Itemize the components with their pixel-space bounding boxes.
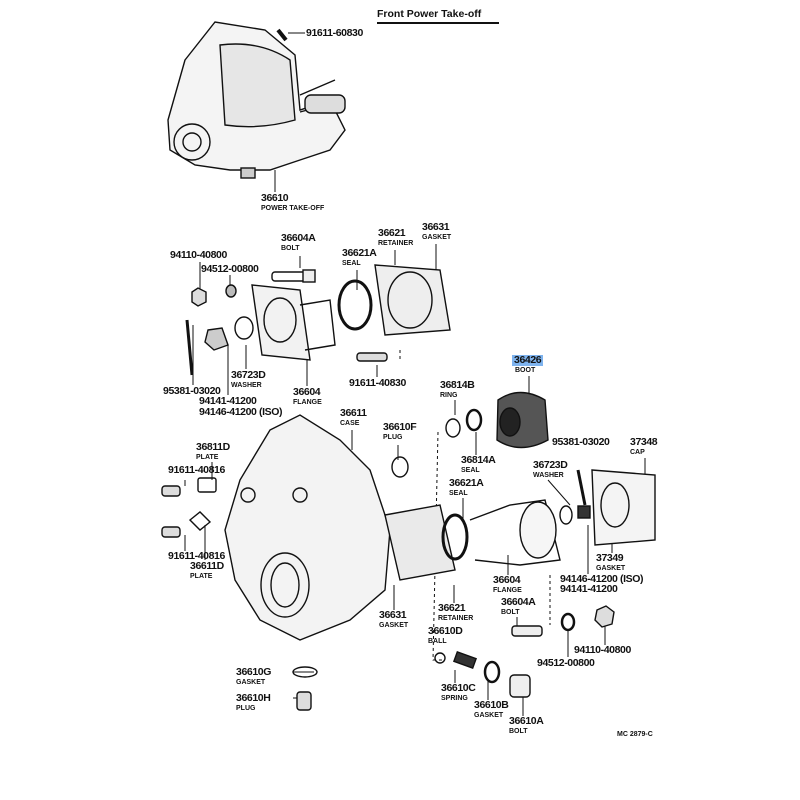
label-94110-40800-lower: 94110-40800 [574,644,631,656]
label-91611-60830: 91611-60830 [306,27,363,39]
leader-lines [184,32,646,716]
label-94512-00800-lower: 94512-00800 [537,657,595,669]
label-94146-41200-iso-right: 94146-41200 (ISO) [560,573,644,585]
boot-part [496,391,549,449]
label-95381-03020: 95381-03020 [163,385,221,397]
label-94141-41200: 94141-41200 [199,395,257,407]
diagram-code: MC 2879-C [617,731,653,738]
diagram-title: Front Power Take-off [377,8,499,24]
lower-parts [292,605,615,711]
label-94512-00800: 94512-00800 [201,263,259,275]
alignment-lines [399,350,551,661]
label-91611-40816-lower: 91611-40816 [168,550,225,562]
label-94141-41200-right: 94141-41200 [560,583,618,595]
upper-parts [185,264,451,376]
label-95381-03020-right: 95381-03020 [552,436,610,448]
label-91611-40816-upper: 91611-40816 [168,464,225,476]
label-91611-40830: 91611-40830 [349,377,406,389]
label-94146-41200-iso: 94146-41200 (ISO) [199,406,283,418]
power-take-off-assembly [167,21,346,179]
label-94110-40800: 94110-40800 [170,249,227,261]
case-assembly [161,391,656,641]
